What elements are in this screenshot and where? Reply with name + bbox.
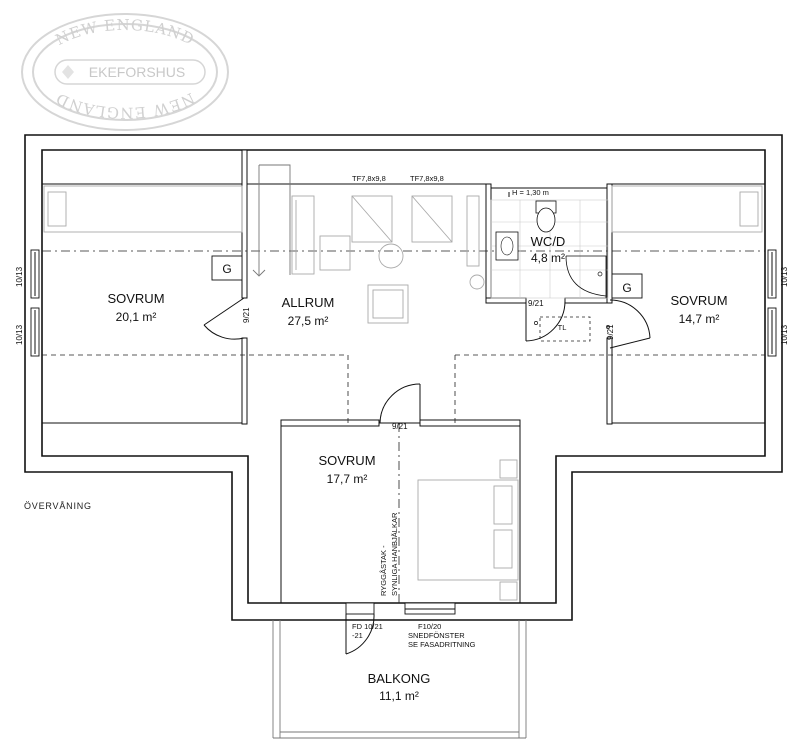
window-label-right-bottom: 10/13 [780, 324, 789, 345]
logo-middle-text: EKEFORSHUS [89, 64, 185, 80]
room-name-allrum: ALLRUM [282, 295, 335, 310]
room-area-balkong: 11,1 m² [379, 689, 419, 703]
f-label-3: SE FASADRITNING [408, 640, 476, 649]
room-name-sovrum-left: SOVRUM [107, 291, 164, 306]
f-label-1: F10/20 [418, 622, 441, 631]
sink-icon [496, 232, 518, 260]
door-left[interactable] [204, 298, 244, 339]
room-name-sovrum-right: SOVRUM [670, 293, 727, 308]
floor-label: ÖVERVÅNING [24, 501, 92, 511]
fd-label-2: -21 [352, 631, 363, 640]
skylight-label-2: TF7,8x9,8 [410, 174, 444, 183]
window-label-left-top: 10/13 [15, 266, 24, 287]
f-label-2: SNEDFÖNSTER [408, 631, 465, 640]
logo-stamp: NEW ENGLAND NEW ENGLAND EKEFORSHUS [22, 14, 228, 130]
door-label-wc: 9/21 [528, 299, 544, 308]
bed-center [418, 460, 518, 600]
door-label-right: 9/21 [606, 324, 615, 340]
height-label: H = 1,30 m [512, 188, 549, 197]
toilet-icon [537, 208, 555, 232]
fd-label-1: FD 10/21 [352, 622, 383, 631]
room-area-allrum: 27,5 m² [288, 314, 329, 328]
staircase [253, 165, 314, 276]
outer-walls [25, 135, 782, 620]
g-label-left: G [222, 262, 231, 276]
interior-walls [242, 150, 612, 426]
allrum-furniture [320, 196, 484, 323]
tl-label: TL [558, 323, 567, 332]
door-right[interactable] [610, 300, 650, 348]
room-area-wcd: 4,8 m² [531, 251, 565, 265]
logo-bottom-text: NEW ENGLAND [52, 89, 197, 122]
room-area-sovrum-center: 17,7 m² [327, 472, 368, 486]
room-area-sovrum-left: 20,1 m² [116, 310, 157, 324]
window-label-left-bottom: 10/13 [15, 324, 24, 345]
skylight-label-1: TF7,8x9,8 [352, 174, 386, 183]
room-name-wcd: WC/D [531, 234, 566, 249]
bed-left [44, 186, 242, 232]
door-label-center: 9/21 [392, 422, 408, 431]
window-label-right-top: 10/13 [780, 266, 789, 287]
ridge-label-1: RYGGÅSTAK - [379, 545, 388, 596]
shower-icon [566, 256, 606, 298]
ridge-label-2: SYNLIGA HANBJÄLKAR [390, 512, 399, 596]
door-center[interactable] [380, 384, 420, 423]
room-name-balkong: BALKONG [368, 671, 431, 686]
bathroom-fixtures [491, 200, 608, 298]
door-label-left: 9/21 [242, 307, 251, 323]
bed-right [612, 186, 762, 232]
room-area-sovrum-right: 14,7 m² [679, 312, 720, 326]
room-name-sovrum-center: SOVRUM [318, 453, 375, 468]
g-label-right: G [622, 281, 631, 295]
